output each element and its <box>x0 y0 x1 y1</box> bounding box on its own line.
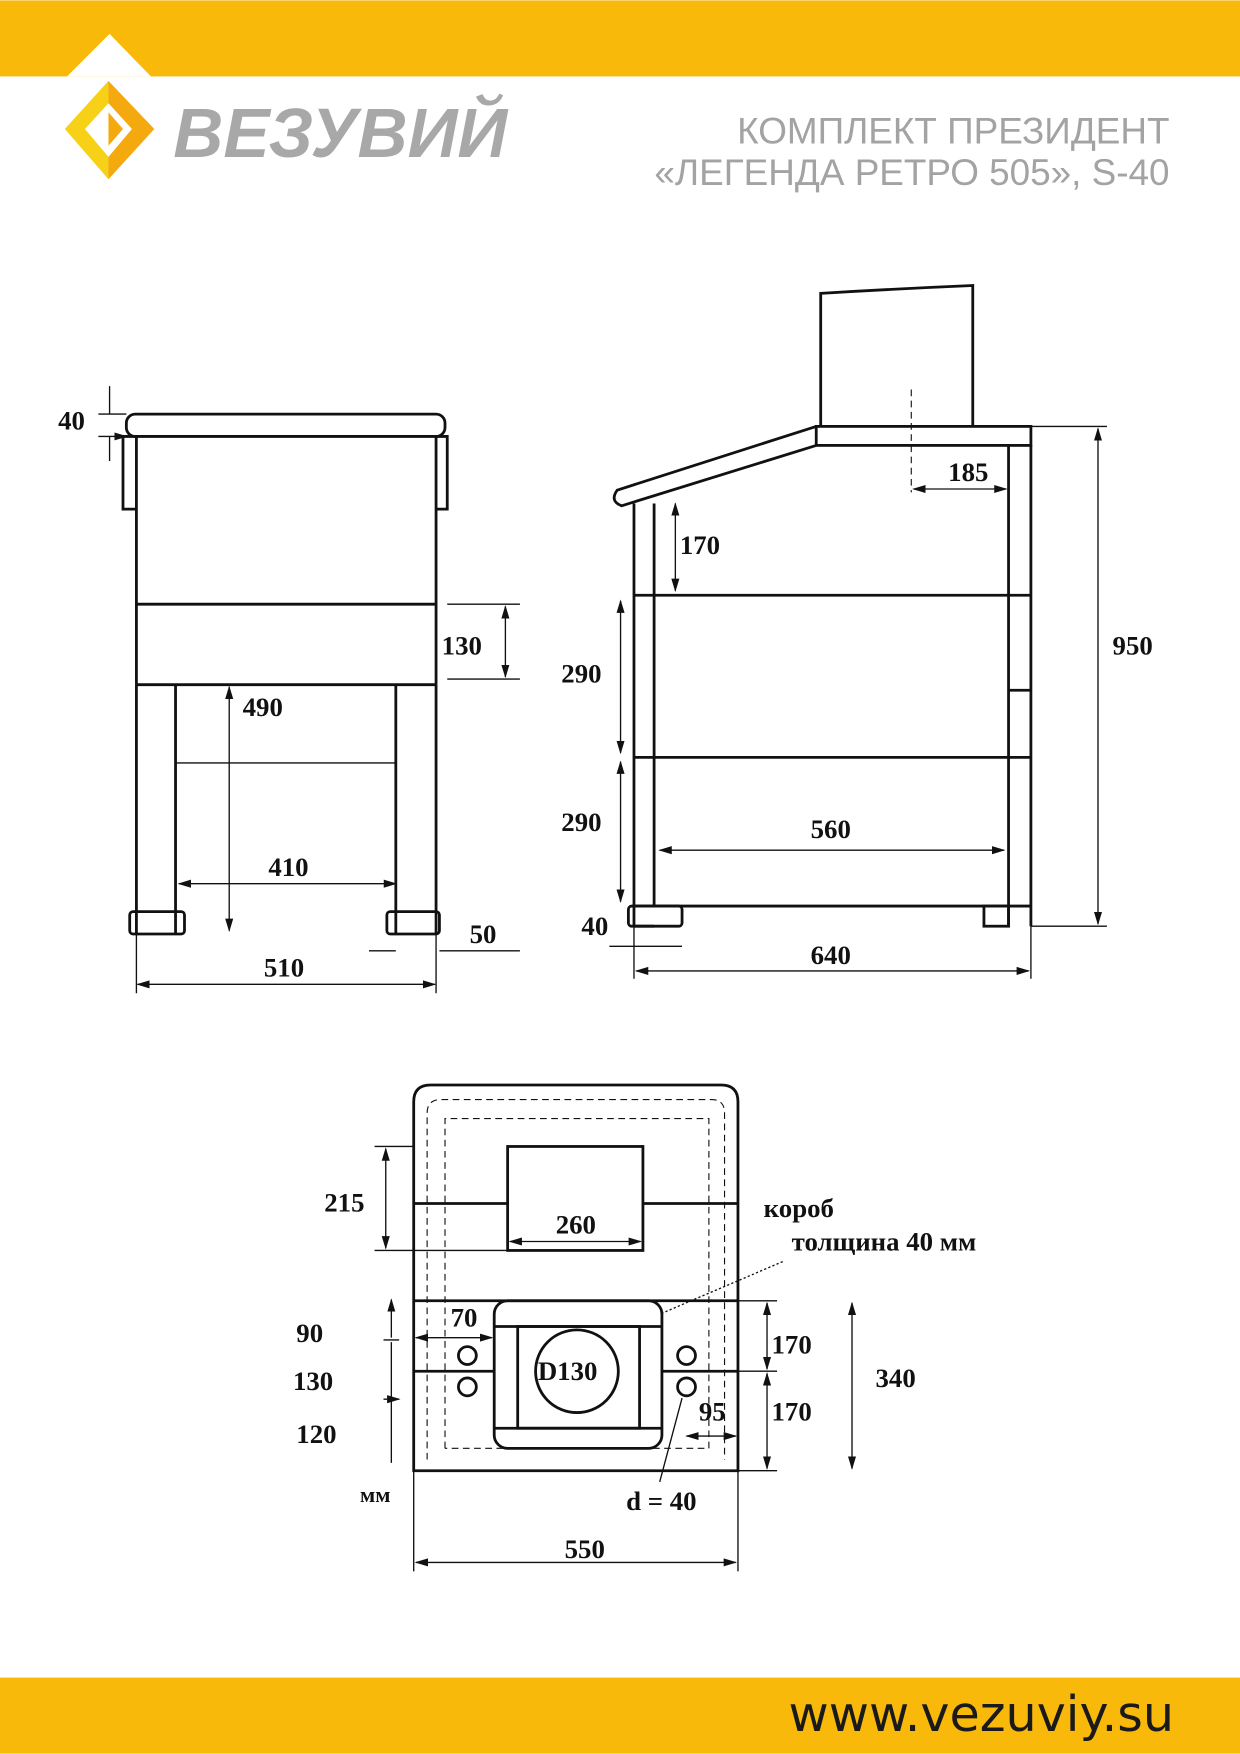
side-view: 950 185 170 290 290 560 640 40 <box>561 284 1153 979</box>
dim-130: 130 <box>442 630 482 660</box>
label-korob: короб <box>764 1193 834 1223</box>
dim-340: 340 <box>875 1363 915 1393</box>
dim-90: 90 <box>296 1318 323 1348</box>
dim-950: 950 <box>1113 630 1153 660</box>
dim-95: 95 <box>699 1396 726 1426</box>
product-title-line1: КОМПЛЕКТ ПРЕЗИДЕНТ <box>737 111 1169 152</box>
footer-band <box>0 1677 1240 1754</box>
dim-170: 170 <box>680 530 720 560</box>
dim-260: 260 <box>556 1210 596 1240</box>
plan-view: D130 215 260 короб толщина 40 мм 90 130 … <box>293 1083 977 1572</box>
dim-130-plan: 130 <box>293 1366 333 1396</box>
hole-diameter-label: d = 40 <box>626 1486 696 1516</box>
dim-290-lower: 290 <box>561 807 601 837</box>
dim-40-side: 40 <box>581 911 608 941</box>
dim-70: 70 <box>451 1302 478 1332</box>
dim-40: 40 <box>58 406 85 436</box>
website-link[interactable]: www.vezuviy.su <box>789 1685 1174 1743</box>
dim-640: 640 <box>811 940 851 970</box>
logo: ВЕЗУВИЙ <box>64 33 509 180</box>
dim-50: 50 <box>470 919 497 949</box>
dim-185: 185 <box>948 457 988 487</box>
units-label: мм <box>360 1482 390 1507</box>
header-band <box>0 0 1240 77</box>
dim-170-lower: 170 <box>772 1396 812 1426</box>
door-diameter-label: D130 <box>538 1356 598 1386</box>
label-thickness: толщина 40 мм <box>792 1226 977 1256</box>
brand-name: ВЕЗУВИЙ <box>173 94 509 172</box>
dim-290-upper: 290 <box>561 658 601 688</box>
dim-490: 490 <box>243 692 283 722</box>
dim-120: 120 <box>296 1419 336 1449</box>
dim-560: 560 <box>811 814 851 844</box>
dim-510: 510 <box>264 953 304 983</box>
front-view: 40 130 490 410 510 50 <box>58 386 520 994</box>
dim-215: 215 <box>324 1187 364 1217</box>
dim-410: 410 <box>268 852 308 882</box>
product-title-line2: «ЛЕГЕНДА РЕТРО 505», S-40 <box>654 152 1169 193</box>
dim-550: 550 <box>565 1534 605 1564</box>
dim-170-upper: 170 <box>772 1329 812 1359</box>
